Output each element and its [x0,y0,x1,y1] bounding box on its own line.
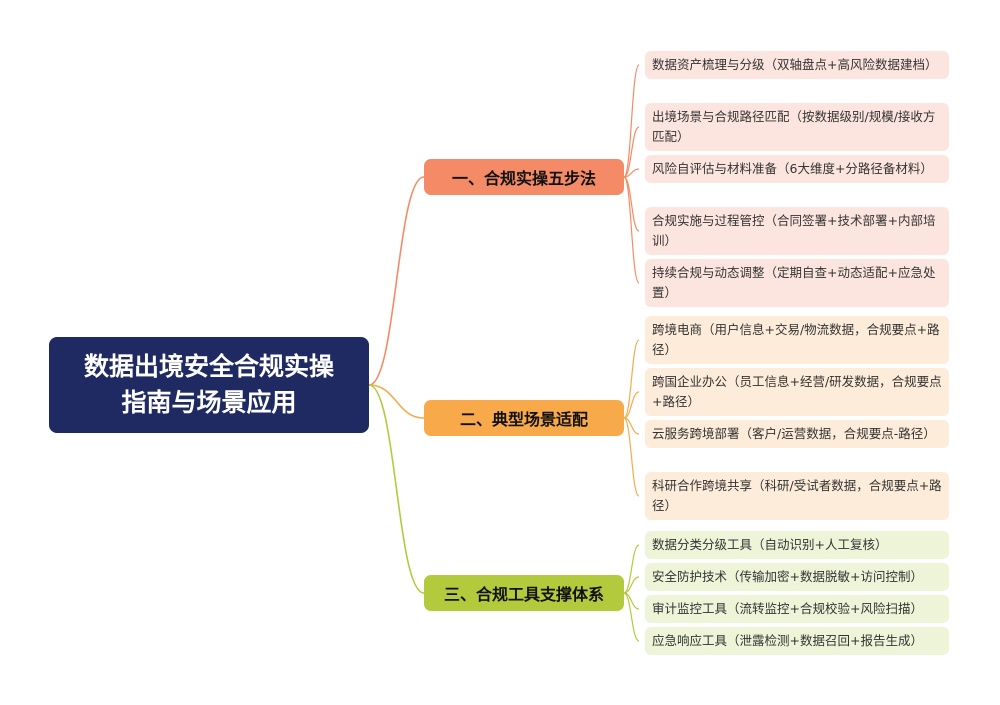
leaf-label: 应急响应工具（泄露检测+数据召回+报告生成） [652,633,923,648]
branch-leaf-connector [623,391,640,419]
branch-node-3[interactable]: 三、合规工具支撑体系 [424,575,624,611]
branch-leaf-connector [623,126,640,178]
leaf-node-1-4[interactable]: 合规实施与过程管控（合同签署+技术部署+内部培训） [645,207,949,255]
branch-leaf-connector [623,64,640,178]
leaf-label: 数据分类分级工具（自动识别+人工复核） [652,537,888,552]
leaf-label: 跨境电商（用户信息+交易/物流数据，合规要点+路径） [652,322,940,357]
leaf-label: 持续合规与动态调整（定期自查+动态适配+应急处置） [652,265,936,300]
branch-node-1[interactable]: 一、合规实操五步法 [424,159,624,195]
leaf-node-2-4[interactable]: 科研合作跨境共享（科研/受试者数据，合规要点+路径） [645,472,949,520]
leaf-node-1-2[interactable]: 出境场景与合规路径匹配（按数据级别/规模/接收方匹配） [645,103,949,151]
leaf-label: 科研合作跨境共享（科研/受试者数据，合规要点+路径） [652,478,942,513]
root-title-line1: 数据出境安全合规实操 [83,352,334,381]
root-branch-connector [368,176,425,386]
branch-leaf-connector [623,339,640,419]
root-title-line2: 指南与场景应用 [121,388,297,417]
leaf-node-3-3[interactable]: 审计监控工具（流转监控+合规校验+风险扫描） [645,595,949,623]
leaf-node-3-2[interactable]: 安全防护技术（传输加密+数据脱敏+访问控制） [645,563,949,591]
leaf-node-1-5[interactable]: 持续合规与动态调整（定期自查+动态适配+应急处置） [645,259,949,307]
branch-leaf-connector [623,592,640,642]
leaf-label: 审计监控工具（流转监控+合规校验+风险扫描） [652,601,923,616]
leaf-node-2-3[interactable]: 云服务跨境部署（客户/运营数据，合规要点-路径） [645,420,949,448]
leaf-node-1-1[interactable]: 数据资产梳理与分级（双轴盘点+高风险数据建档） [645,51,949,79]
branch-leaf-connector [623,168,640,178]
leaf-label: 合规实施与过程管控（合同签署+技术部署+内部培训） [652,213,936,248]
branch-leaf-connector [623,544,640,594]
branch-leaf-connector [623,176,640,284]
root-branch-connector [368,384,425,419]
leaf-node-3-1[interactable]: 数据分类分级工具（自动识别+人工复核） [645,531,949,559]
leaf-node-3-4[interactable]: 应急响应工具（泄露检测+数据召回+报告生成） [645,627,949,655]
leaf-label: 数据资产梳理与分级（双轴盘点+高风险数据建档） [652,57,938,72]
leaf-node-1-3[interactable]: 风险自评估与材料准备（6大维度+分路径备材料） [645,155,949,183]
branch-node-2[interactable]: 二、典型场景适配 [424,400,624,436]
leaf-node-2-2[interactable]: 跨国企业办公（员工信息+经营/研发数据，合规要点+路径） [645,368,949,416]
root-node[interactable]: 数据出境安全合规实操 指南与场景应用 [49,337,369,433]
leaf-label: 安全防护技术（传输加密+数据脱敏+访问控制） [652,569,923,584]
leaf-label: 风险自评估与材料准备（6大维度+分路径备材料） [652,161,933,176]
branch-label: 二、典型场景适配 [459,410,588,429]
branch-leaf-connector [623,576,640,594]
branch-label: 一、合规实操五步法 [451,169,596,188]
branch-leaf-connector [623,417,640,435]
root-branch-connector [368,384,425,594]
leaf-label: 跨国企业办公（员工信息+经营/研发数据，合规要点+路径） [652,374,942,409]
leaf-label: 出境场景与合规路径匹配（按数据级别/规模/接收方匹配） [652,109,936,144]
branch-leaf-connector [623,417,640,497]
leaf-label: 云服务跨境部署（客户/运营数据，合规要点-路径） [652,426,936,441]
branch-label: 三、合规工具支撑体系 [443,585,604,604]
leaf-node-2-1[interactable]: 跨境电商（用户信息+交易/物流数据，合规要点+路径） [645,316,949,364]
